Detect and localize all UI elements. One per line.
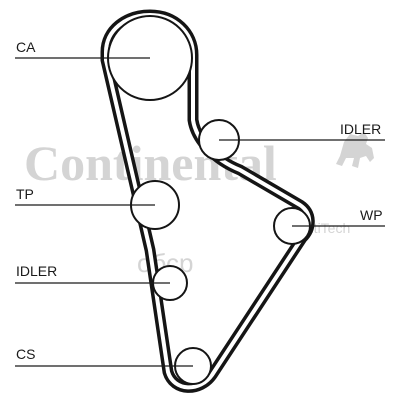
horse-logo-watermark [336,132,374,168]
label-idler-left: IDLER [16,263,57,279]
label-ca: CA [16,39,36,55]
label-wp: WP [360,207,383,223]
label-tp: TP [16,186,34,202]
pulleys [107,15,311,385]
leader-lines [15,57,385,367]
labels: CA IDLER TP WP IDLER CS [16,39,383,362]
label-idler-right: IDLER [340,121,381,137]
label-cs: CS [16,346,35,362]
